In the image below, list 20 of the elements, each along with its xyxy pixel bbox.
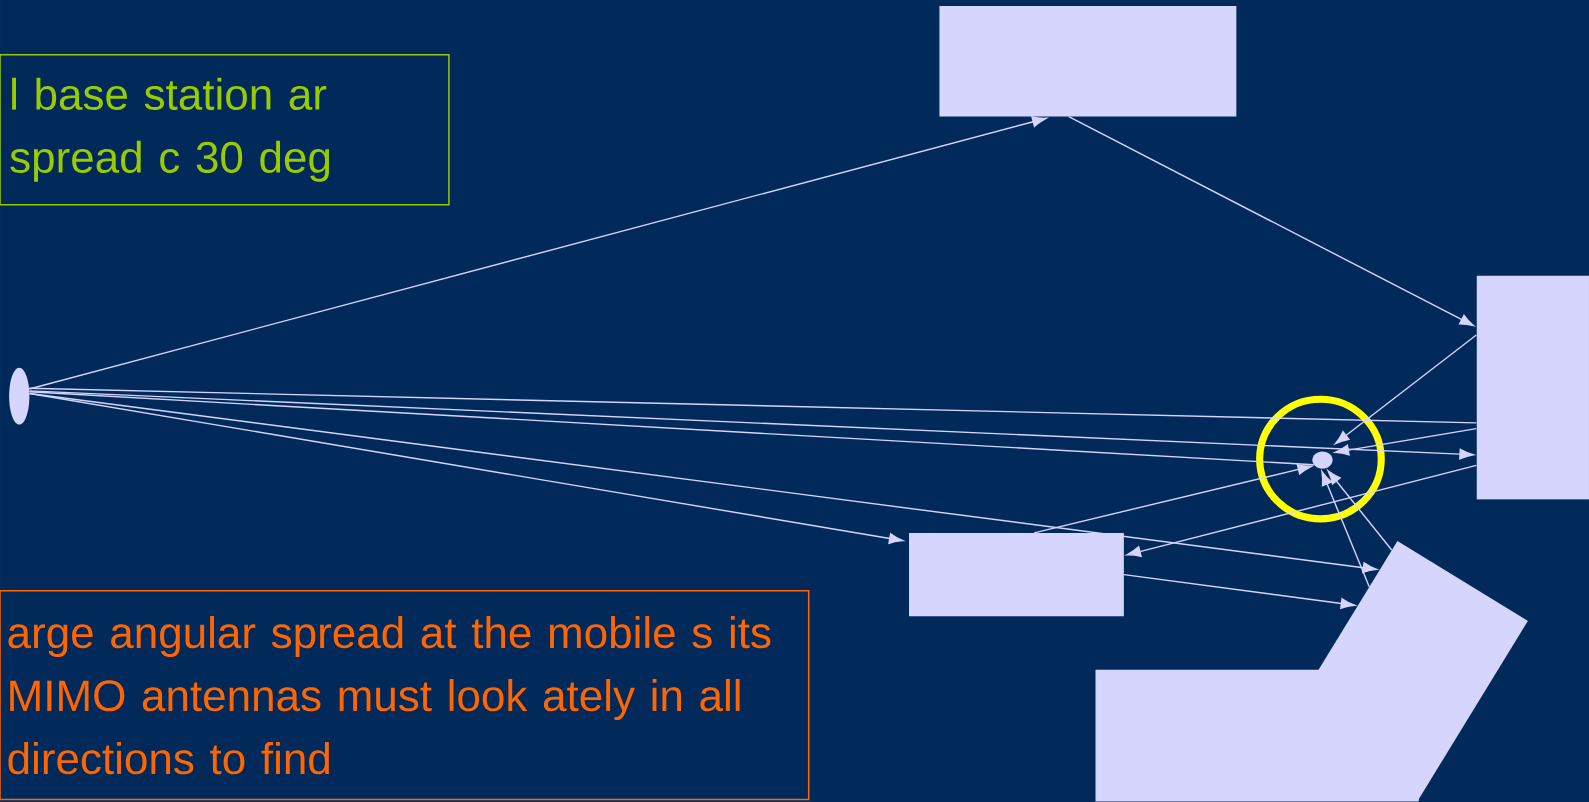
arrow	[1334, 427, 1478, 456]
mobile-dot	[1312, 451, 1333, 469]
arrow	[1068, 116, 1475, 327]
scatterer-block	[939, 6, 1237, 117]
arrow	[1334, 334, 1478, 445]
arrow	[1123, 573, 1356, 609]
text-box: l base station ar spread c 30 deg	[0, 53, 450, 206]
arrow	[1033, 463, 1313, 534]
text-box: arge angular spread at the mobile s its MIMO antennas must look ately in all directions to find	[0, 590, 810, 801]
arrow	[28, 392, 1378, 574]
arrow	[28, 390, 1474, 460]
scatterer-block	[1095, 541, 1528, 802]
scatterer-block	[1476, 275, 1589, 500]
arrow	[28, 116, 1047, 390]
antenna-ellipse	[9, 367, 30, 425]
arrow	[1327, 470, 1393, 551]
arrow	[1321, 470, 1370, 588]
arrow	[1126, 464, 1478, 557]
arrow	[28, 392, 904, 544]
scatterer-block	[909, 533, 1124, 617]
